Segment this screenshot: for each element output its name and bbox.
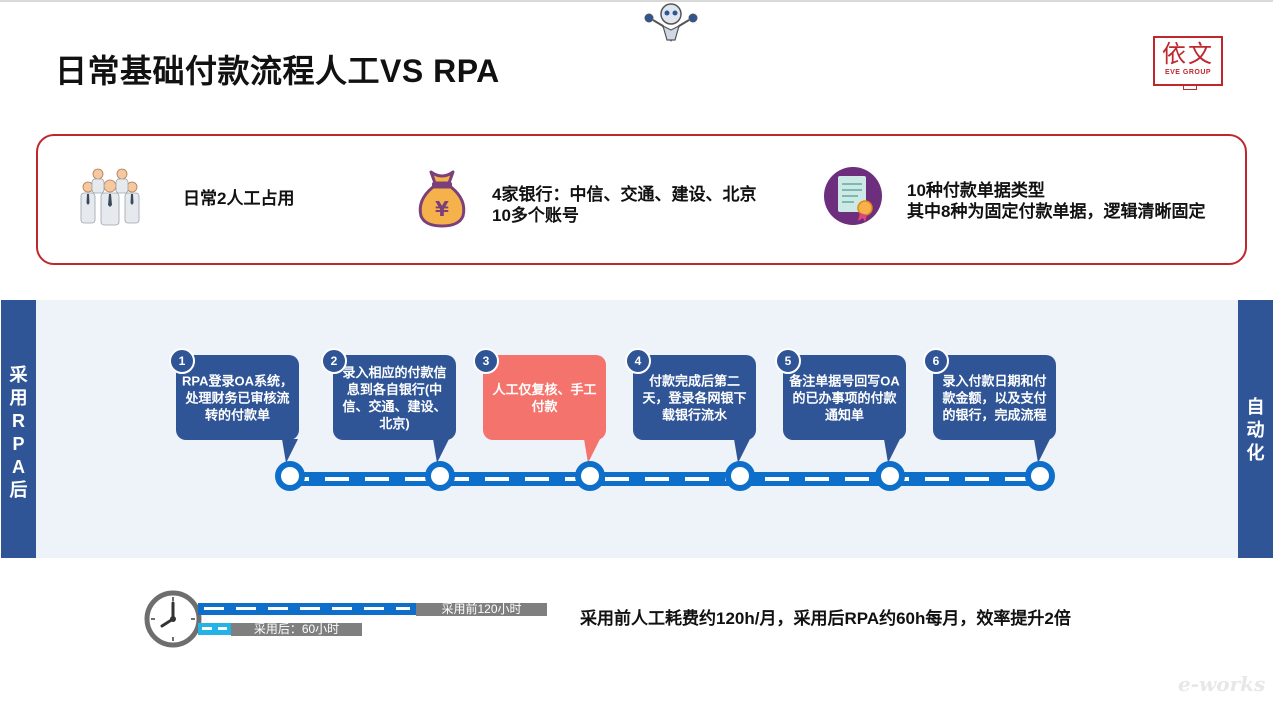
step-3-number: 3	[473, 348, 499, 374]
after-hours-label: 采用后：60小时	[231, 623, 362, 636]
info-text-staff: 日常2人工占用	[183, 189, 295, 208]
step-1-pointer	[282, 439, 298, 463]
step-2-box: 录入相应的付款信息到各自银行(中信、交通、建设、北京)	[333, 355, 456, 440]
watermark: e-works	[1178, 672, 1266, 696]
sidebar-after-rpa: 采 用 R P A 后	[1, 300, 36, 558]
top-border	[0, 0, 1273, 2]
step-1-node	[275, 461, 305, 491]
people-group-icon	[80, 168, 140, 226]
info-text-banks: 4家银行：中信、交通、建设、北京 10多个账号	[492, 185, 757, 225]
info-box	[36, 134, 1247, 265]
step-5-number: 5	[775, 348, 801, 374]
step-4-pointer	[734, 439, 750, 463]
step-5-pointer	[884, 439, 900, 463]
step-4-box: 付款完成后第二天，登录各网银下载银行流水	[633, 355, 756, 440]
step-1-number: 1	[169, 348, 195, 374]
step-6-box: 录入付款日期和付款金额，以及支付的银行，完成流程	[933, 355, 1056, 440]
step-2-number: 2	[321, 348, 347, 374]
svg-text:¥: ¥	[435, 197, 449, 221]
step-6-pointer	[1034, 439, 1050, 463]
clock-icon	[144, 590, 202, 648]
step-2-pointer	[433, 439, 449, 463]
logo-en: EVE GROUP	[1164, 69, 1212, 76]
slide-title: 日常基础付款流程人工VS RPA	[55, 53, 500, 89]
certificate-document-icon	[824, 167, 882, 225]
step-3-node	[575, 461, 605, 491]
step-3-pointer	[584, 439, 600, 463]
before-hours-label: 采用前120小时	[416, 603, 547, 616]
step-4-number: 4	[625, 348, 651, 374]
after-hours-bar	[198, 623, 231, 635]
info-text-documents: 10种付款单据类型 其中8种为固定付款单据，逻辑清晰固定	[907, 181, 1206, 221]
robot-icon	[644, 3, 698, 43]
before-hours-bar	[198, 603, 416, 615]
logo-cn: 依文	[1162, 40, 1214, 68]
sidebar-automation: 自 动 化	[1238, 300, 1273, 558]
step-2-node	[425, 461, 455, 491]
step-5-box: 备注单据号回写OA的已办事项的付款通知单	[783, 355, 906, 440]
money-bag-icon: ¥	[418, 170, 466, 228]
step-5-node	[875, 461, 905, 491]
step-6-number: 6	[923, 348, 949, 374]
efficiency-summary: 采用前人工耗费约120h/月，采用后RPA约60h每月，效率提升2倍	[580, 609, 1071, 628]
step-1-box: RPA登录OA系统，处理财务已审核流转的付款单	[176, 355, 299, 440]
step-4-node	[725, 461, 755, 491]
process-timeline	[285, 472, 1045, 486]
step-3-box: 人工仅复核、手工付款	[483, 355, 606, 440]
step-6-node	[1025, 461, 1055, 491]
eve-group-logo: 依文 EVE GROUP	[1153, 36, 1223, 90]
